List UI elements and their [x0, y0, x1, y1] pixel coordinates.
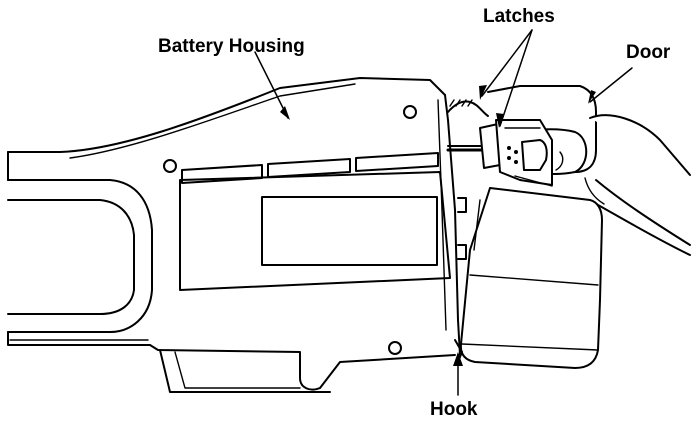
label-hook: Hook — [430, 399, 478, 420]
label-latches: Latches — [483, 6, 555, 27]
label-door: Door — [626, 42, 671, 63]
label-battery-housing: Battery Housing — [158, 36, 305, 57]
leader-lines — [254, 29, 633, 396]
latch — [479, 119, 553, 187]
device-body — [7, 77, 467, 393]
battery-door — [459, 187, 603, 369]
